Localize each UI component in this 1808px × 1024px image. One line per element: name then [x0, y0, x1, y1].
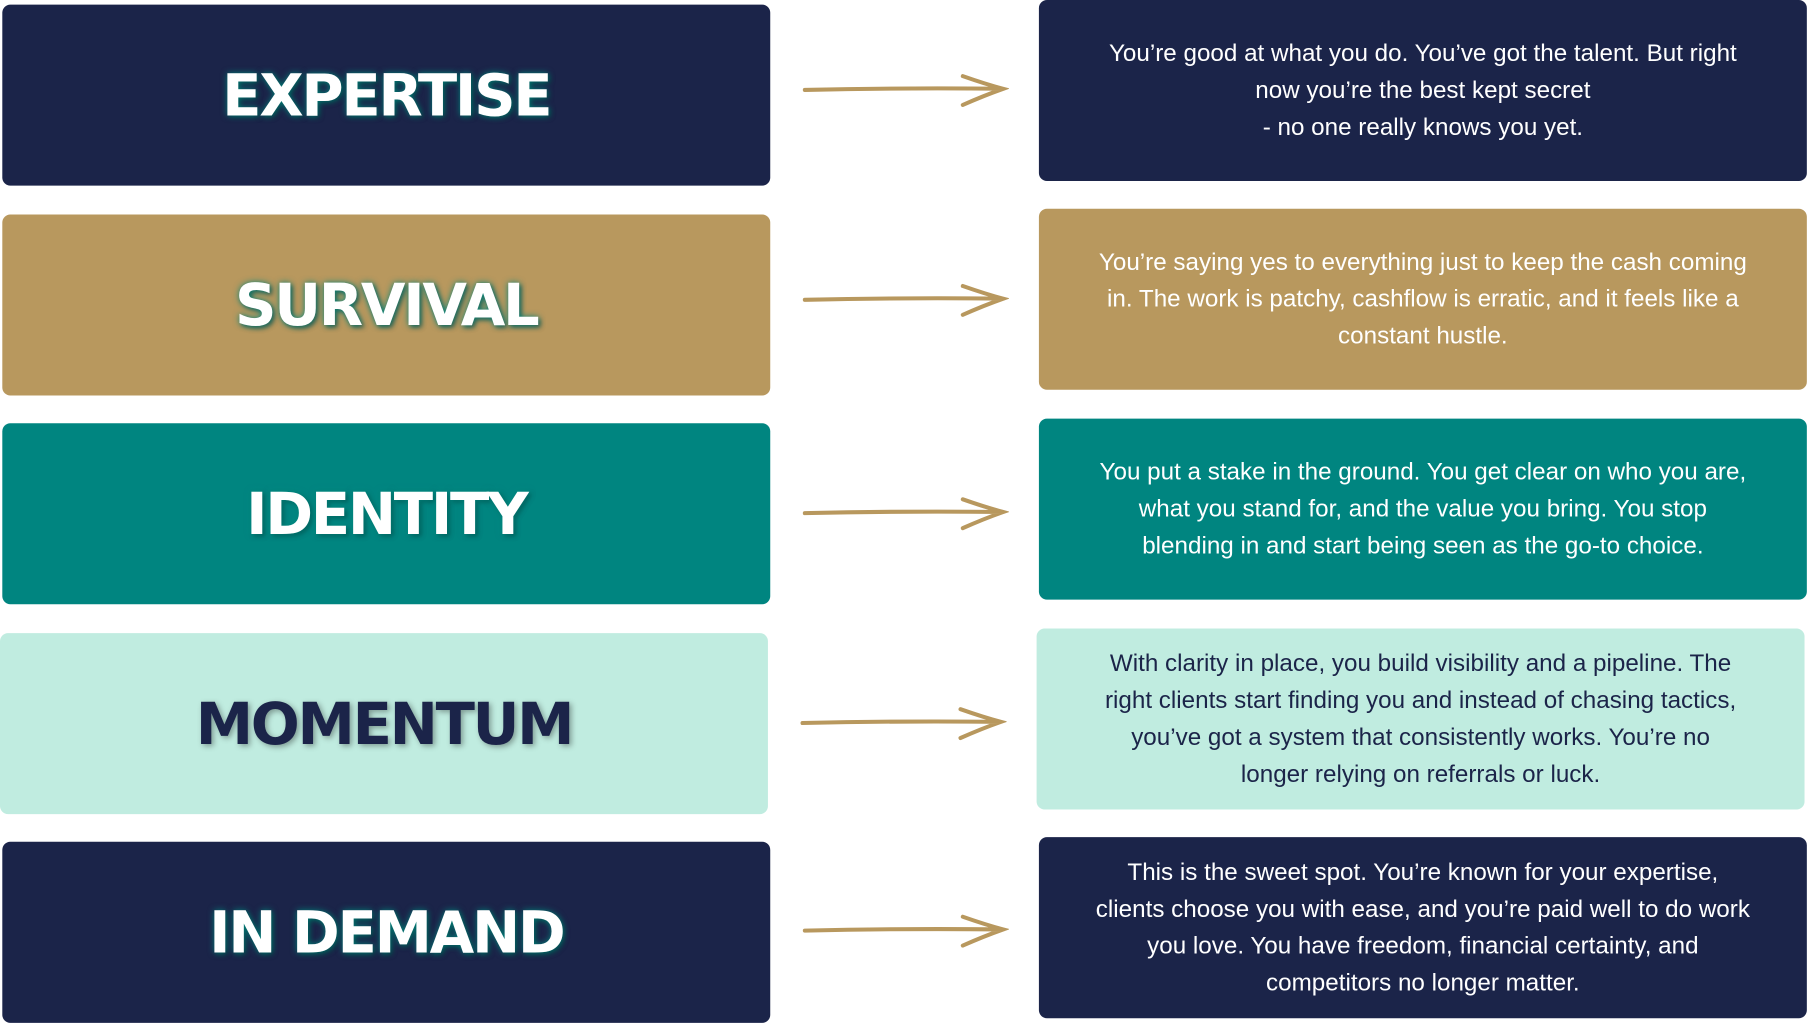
stage-description-box-identity: You put a stake in the ground. You get c…	[1038, 418, 1807, 600]
arrow-right-icon	[802, 283, 1009, 317]
stage-title-box-identity: IDENTITY	[2, 423, 771, 605]
stage-title-box-momentum: MOMENTUM	[0, 633, 768, 815]
stage-description: You’re good at what you do. You’ve got t…	[1108, 39, 1737, 141]
arrow-right-icon	[802, 497, 1009, 531]
stage-description-box-momentum: With clarity in place, you build visibil…	[1036, 628, 1805, 810]
stage-description-box-survival: You’re saying yes to everything just to …	[1038, 208, 1807, 390]
stage-title: SURVIVAL	[235, 271, 540, 339]
stage-title: IDENTITY	[246, 480, 529, 548]
stage-title: IN DEMAND	[209, 898, 566, 966]
stage-title-box-survival: SURVIVAL	[2, 214, 771, 396]
stage-description: This is the sweet spot. You’re known for…	[1095, 858, 1750, 996]
arrow-right-icon	[802, 914, 1009, 948]
stage-description-box-expertise: You’re good at what you do. You’ve got t…	[1038, 0, 1807, 182]
stage-description-box-in-demand: This is the sweet spot. You’re known for…	[1038, 837, 1807, 1019]
stage-title: MOMENTUM	[195, 690, 575, 758]
stage-description: You’re saying yes to everything just to …	[1098, 248, 1747, 349]
arrow-right-icon	[802, 74, 1009, 107]
stage-description: With clarity in place, you build visibil…	[1104, 649, 1737, 788]
stage-title-box-expertise: EXPERTISE	[2, 4, 771, 186]
stage-title: EXPERTISE	[222, 61, 553, 129]
arrow-right-icon	[800, 707, 1007, 741]
stage-title-box-in-demand: IN DEMAND	[2, 841, 771, 1023]
stage-description: You put a stake in the ground. You get c…	[1099, 458, 1747, 559]
